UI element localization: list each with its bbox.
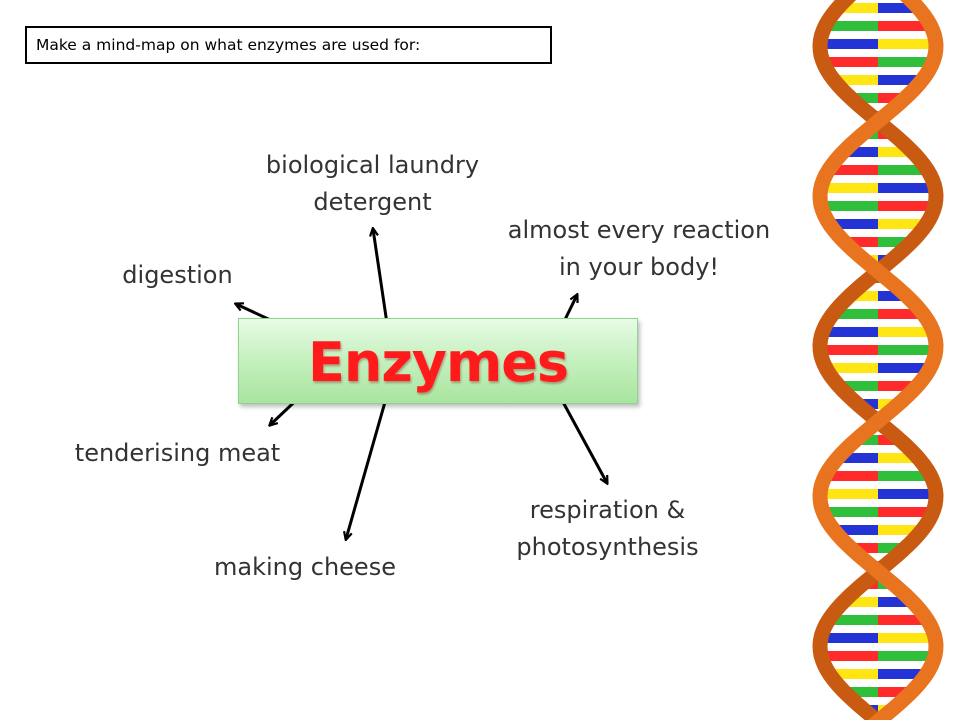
arrow-to-respiration: [555, 390, 607, 483]
label-line: respiration &: [529, 496, 686, 524]
label-line: making cheese: [214, 553, 396, 581]
label-line: in your body!: [558, 253, 720, 281]
dna-helix-image: [812, 0, 944, 720]
label-digestion: digestion: [110, 257, 245, 294]
label-cheese: making cheese: [200, 549, 410, 586]
label-line: almost every reaction: [507, 216, 771, 244]
label-laundry: biological laundry detergent: [250, 147, 495, 221]
label-meat: tenderising meat: [60, 435, 295, 472]
label-respiration: respiration & photosynthesis: [500, 492, 715, 566]
enzymes-center-box: Enzymes: [238, 318, 638, 404]
instruction-box: Make a mind-map on what enzymes are used…: [25, 26, 552, 64]
dna-backbone-strand: [812, 0, 944, 720]
label-line: detergent: [313, 188, 432, 216]
arrow-to-cheese: [346, 387, 391, 539]
label-line: biological laundry: [265, 151, 480, 179]
label-body: almost every reaction in your body!: [493, 212, 785, 286]
dna-backbone-strand: [812, 0, 944, 720]
label-line: photosynthesis: [516, 533, 699, 561]
center-title: Enzymes: [308, 331, 569, 394]
label-line: digestion: [122, 261, 233, 289]
instruction-text: Make a mind-map on what enzymes are used…: [36, 36, 421, 54]
label-line: tenderising meat: [74, 439, 281, 467]
